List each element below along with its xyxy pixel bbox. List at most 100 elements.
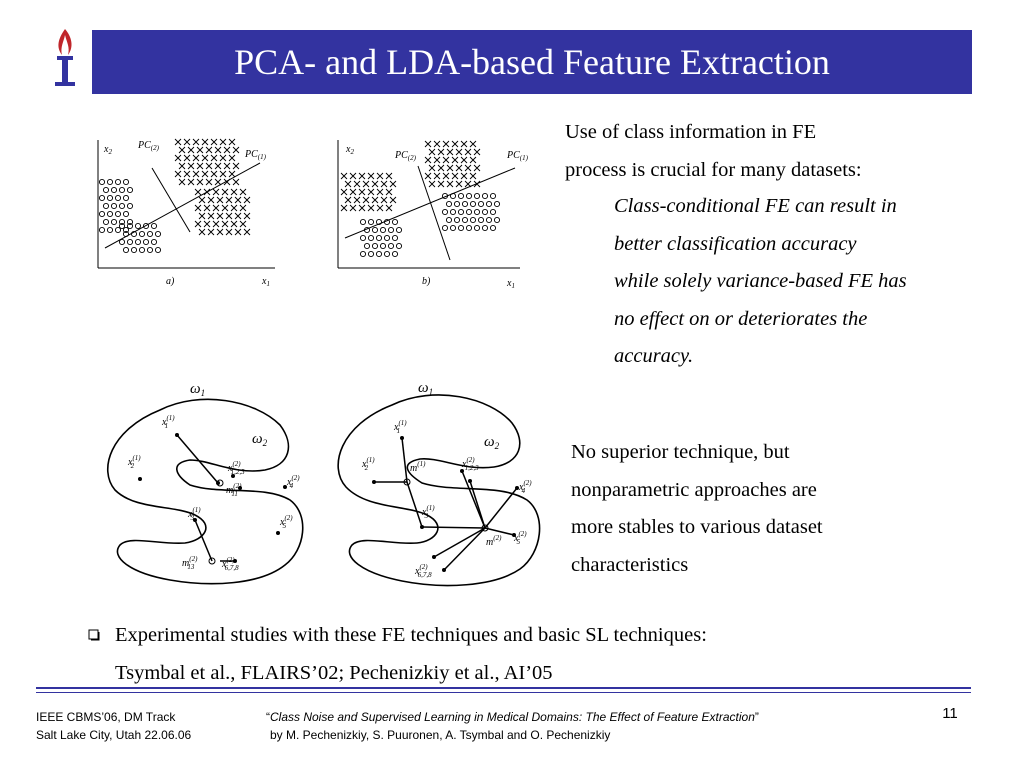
cross-marker [424,140,432,148]
circle-marker [126,202,134,210]
cross-marker [367,172,375,180]
cross-marker [451,156,459,164]
cross-marker [243,196,251,204]
cross-marker [210,138,218,146]
circle-marker [98,210,106,218]
circle-marker [359,234,367,242]
circle-marker [371,242,379,250]
cross-marker [196,178,204,186]
circle-marker [134,222,142,230]
cross-marker [362,180,370,188]
cross-marker [234,212,242,220]
circle-marker [465,192,473,200]
circle-marker [383,250,391,258]
circle-marker [363,226,371,234]
cross-marker [385,188,393,196]
cross-marker [349,188,357,196]
circle-marker [469,200,477,208]
circle-marker [102,202,110,210]
cross-marker [371,196,379,204]
svg-text:m(1): m(1) [410,460,426,474]
cross-marker [194,204,202,212]
cross-marker [207,212,215,220]
cross-marker [183,170,191,178]
axis-label-x2: x2 [103,144,112,156]
circle-marker [102,186,110,194]
cross-marker [196,162,204,170]
cross-marker [232,162,240,170]
cross-marker [433,172,441,180]
cross-marker [201,154,209,162]
pc2-label: PC(2) [137,140,160,152]
svg-text:x(2)6,7,8: x(2)6,7,8 [414,563,432,579]
circle-marker [481,208,489,216]
cross-marker [205,162,213,170]
slide-title: PCA- and LDA-based Feature Extraction [234,42,830,82]
cross-marker [376,188,384,196]
circle-marker [449,192,457,200]
svg-text:x(2)1,2,3: x(2)1,2,3 [461,456,479,472]
cross-marker [460,140,468,148]
cross-marker [201,138,209,146]
text-line: No superior technique, but [571,441,790,463]
cross-marker [473,180,481,188]
text-line: accuracy. [614,345,694,367]
circle-marker [142,238,150,246]
text-line: no effect on or deteriorates the [614,307,868,330]
cross-marker [223,178,231,186]
cross-marker [210,170,218,178]
cross-marker [194,188,202,196]
cross-marker [187,146,195,154]
cross-marker [446,164,454,172]
text-line: nonparametric approaches are [571,478,817,501]
svg-text:x(1)1: x(1)1 [393,419,407,435]
cross-marker [221,204,229,212]
circle-marker [363,242,371,250]
cross-marker [239,188,247,196]
circle-marker [457,192,465,200]
cross-marker [212,220,220,228]
cross-marker [223,162,231,170]
circle-marker [114,178,122,186]
cross-marker [442,156,450,164]
cross-marker [212,204,220,212]
cross-marker [428,164,436,172]
cross-marker [225,228,233,236]
circle-marker [465,224,473,232]
cross-marker [194,220,202,228]
cross-marker [243,212,251,220]
cross-marker [219,170,227,178]
text-line: while solely variance-based FE has [614,270,907,292]
svg-text:x(2)5: x(2)5 [279,514,293,530]
cross-marker [203,188,211,196]
cross-marker [174,154,182,162]
circle-marker [110,202,118,210]
circle-marker [493,200,501,208]
paper-authors: by M. Pechenizkiy, S. Puuronen, A. Tsymb… [270,728,611,742]
footer-divider-thin [36,692,971,693]
cross-marker [433,156,441,164]
circle-marker [122,246,130,254]
cross-marker [442,140,450,148]
cross-marker [228,138,236,146]
circle-marker [359,250,367,258]
circle-marker [106,194,114,202]
cross-marker [201,170,209,178]
circle-marker [138,230,146,238]
circle-marker [110,218,118,226]
svg-text:x(1)3: x(1)3 [421,504,435,520]
circle-marker [98,226,106,234]
circle-marker [489,208,497,216]
cross-marker [353,180,361,188]
circle-marker [118,222,126,230]
footer-venue: IEEE CBMS’06, DM Track Salt Lake City, U… [36,708,256,744]
cross-marker [385,204,393,212]
cross-marker [424,156,432,164]
circle-marker [98,178,106,186]
cross-marker [464,180,472,188]
omega2-label: ω2 [484,434,500,451]
circle-marker [114,194,122,202]
cross-marker [234,196,242,204]
circle-marker [379,242,387,250]
circle-marker [375,218,383,226]
